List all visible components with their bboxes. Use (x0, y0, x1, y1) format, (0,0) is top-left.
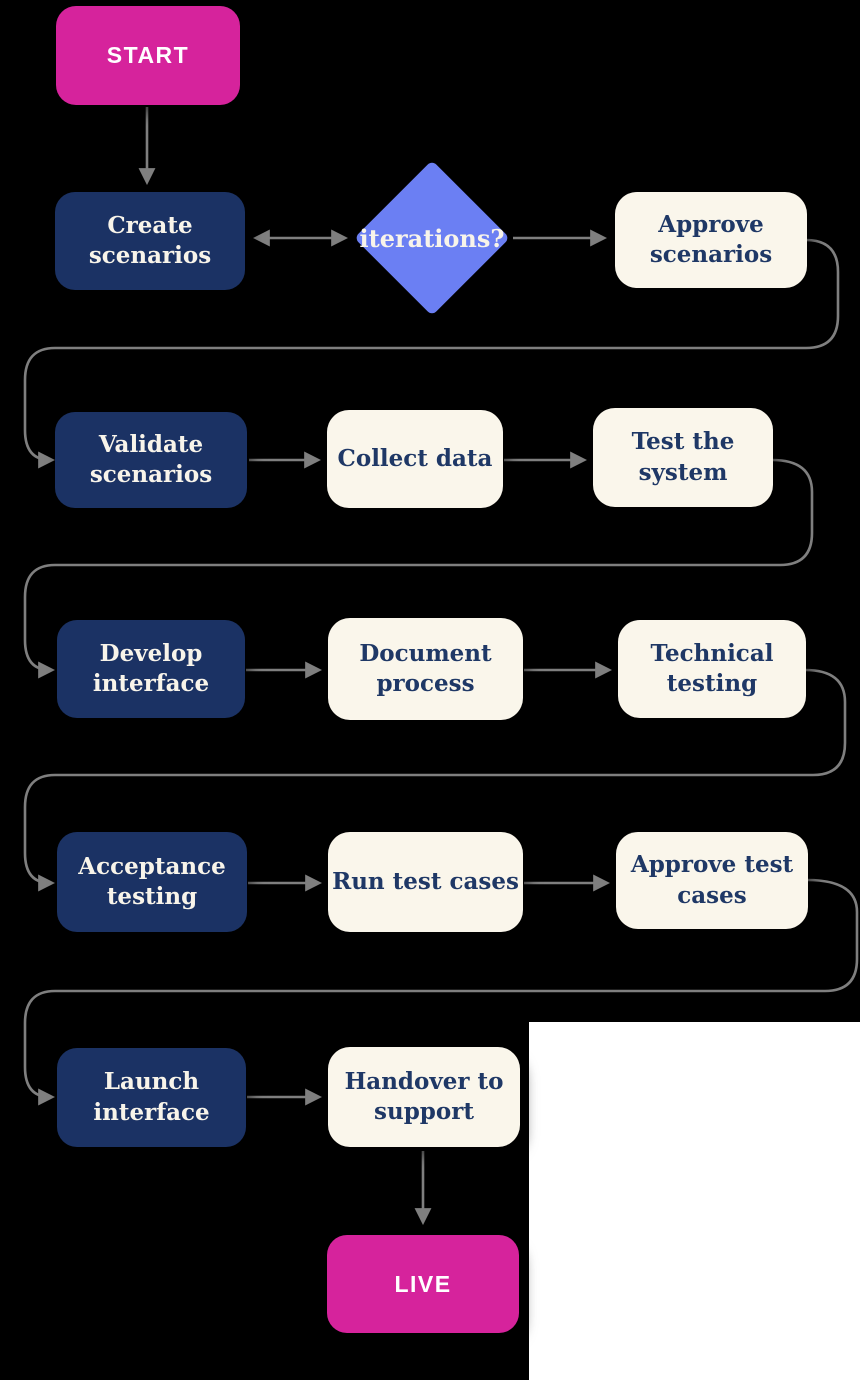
node-document-process: Document process (328, 618, 523, 720)
node-approve-test-cases-label: Approve test cases (630, 851, 794, 909)
node-live: LIVE (327, 1235, 519, 1333)
node-develop-interface: Develop interface (57, 620, 245, 718)
node-collect-data-label: Collect data (337, 444, 493, 472)
background-white-region (529, 1022, 860, 1380)
node-handover-to-support: Handover to support (328, 1047, 520, 1147)
node-develop-interface-label: Develop interface (92, 639, 210, 697)
node-test-the-system-label: Test the system (631, 428, 735, 486)
node-launch-interface: Launch interface (57, 1048, 246, 1147)
node-technical-testing-label: Technical testing (650, 639, 774, 697)
edge-approve-to-validate-wrap (23, 238, 840, 469)
node-approve-scenarios: Approve scenarios (615, 192, 807, 288)
node-validate-scenarios-label: Validate scenarios (89, 430, 213, 488)
node-create-scenarios-label: Create scenarios (88, 211, 212, 269)
node-document-process-label: Document process (359, 639, 492, 697)
node-run-test-cases-label: Run test cases (332, 867, 519, 895)
node-live-label: LIVE (394, 1270, 452, 1297)
edge-test-to-develop-wrap (23, 458, 814, 679)
node-acceptance-testing-label: Acceptance testing (78, 852, 226, 910)
node-validate-scenarios: Validate scenarios (55, 412, 247, 508)
edge-approvetest-to-launch-wrap (23, 878, 859, 1106)
node-approve-test-cases: Approve test cases (616, 832, 808, 929)
node-acceptance-testing: Acceptance testing (57, 832, 247, 932)
node-test-the-system: Test the system (593, 408, 773, 507)
edge-technical-to-acceptance-wrap (23, 668, 847, 892)
node-iterations-label: iterations? (359, 223, 505, 253)
node-approve-scenarios-label: Approve scenarios (649, 210, 773, 268)
node-collect-data: Collect data (327, 410, 503, 508)
node-technical-testing: Technical testing (618, 620, 806, 718)
node-start-label: START (106, 42, 190, 69)
node-launch-interface-label: Launch interface (93, 1068, 210, 1126)
node-create-scenarios: Create scenarios (55, 192, 245, 290)
node-iterations-decision: iterations? (354, 160, 510, 316)
node-run-test-cases: Run test cases (328, 832, 523, 932)
node-start: START (56, 6, 240, 105)
node-handover-to-support-label: Handover to support (344, 1067, 504, 1125)
